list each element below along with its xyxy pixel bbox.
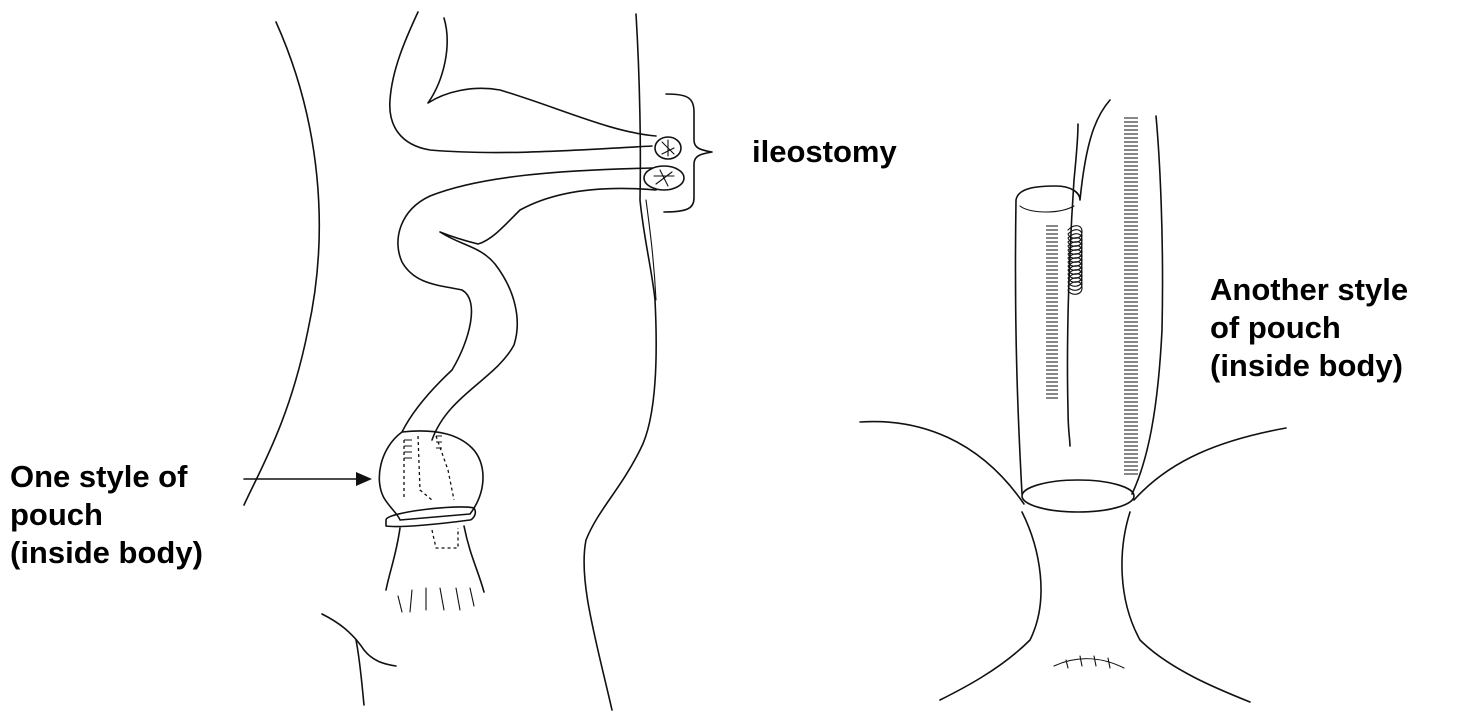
stoma-lower-mark <box>654 170 674 186</box>
canal-fold <box>1054 656 1124 668</box>
one-style-pouch-label: One style of pouch (inside body) <box>10 458 203 572</box>
pelvic-curve-right <box>1134 428 1286 500</box>
pouch-left <box>379 431 484 612</box>
pouch-seam <box>1068 226 1082 295</box>
stoma-upper-mark <box>662 140 674 156</box>
arrow-head <box>356 472 372 486</box>
left-figure <box>244 12 712 710</box>
abdominal-wall <box>584 14 656 710</box>
one-style-line-2: pouch <box>10 496 203 534</box>
canal-right <box>1122 512 1250 702</box>
pouch-right-side <box>1132 116 1163 494</box>
ileostomy-label-text: ileostomy <box>752 133 897 171</box>
another-style-line-3: (inside body) <box>1210 347 1408 385</box>
body-outline-leg <box>356 640 364 705</box>
one-style-line-1: One style of <box>10 458 203 496</box>
right-figure <box>860 100 1286 702</box>
another-style-pouch-label: Another style of pouch (inside body) <box>1210 271 1408 385</box>
intestine-upper-outer <box>390 12 652 153</box>
ileostomy-bracket <box>664 94 712 212</box>
another-style-line-1: Another style <box>1210 271 1408 309</box>
canal-left <box>940 512 1041 700</box>
body-outline-left <box>244 22 319 505</box>
intestine-lower-inner <box>432 188 656 440</box>
another-style-line-2: of pouch <box>1210 309 1408 347</box>
one-style-line-3: (inside body) <box>10 534 203 572</box>
ileostomy-label: ileostomy <box>752 133 897 171</box>
intestine-upper-inner <box>428 18 656 136</box>
pouch-right-ring <box>1022 480 1134 512</box>
pouch-right-body <box>1015 100 1110 494</box>
pouch-hatching <box>1046 118 1138 474</box>
pouch-left-outlet <box>386 526 484 592</box>
pelvic-curve-left <box>860 422 1024 504</box>
